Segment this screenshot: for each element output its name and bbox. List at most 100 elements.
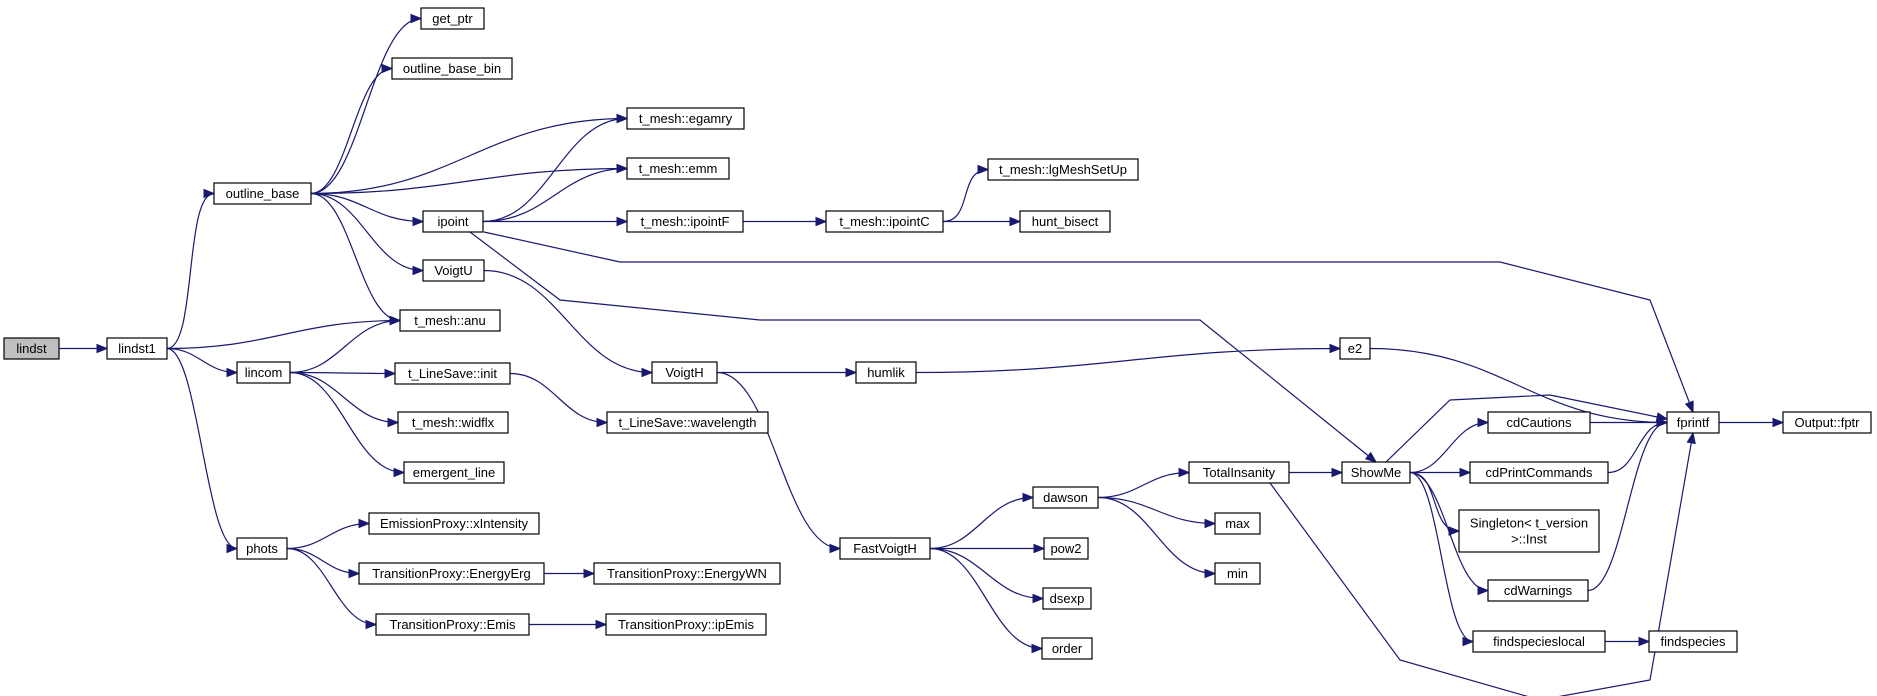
node-lindst[interactable]: lindst — [3, 337, 60, 360]
node-lindst1[interactable]: lindst1 — [106, 337, 168, 360]
node-energyerg[interactable]: TransitionProxy::EnergyErg — [358, 562, 545, 585]
arrowhead — [203, 188, 216, 199]
node-emis[interactable]: TransitionProxy::Emis — [375, 613, 530, 636]
node-box — [394, 362, 511, 385]
node-label: t_mesh::widflx — [412, 415, 495, 430]
node-fptr[interactable]: Output::fptr — [1782, 411, 1872, 434]
node-lgmeshsetup[interactable]: t_mesh::lgMeshSetUp — [987, 158, 1139, 181]
edge-ipoint-to-egamry — [482, 113, 629, 223]
edge-TotalInsanity-to-fprintf — [1269, 431, 1696, 696]
node-box — [1042, 587, 1092, 610]
edge-findspecieslocal-to-findspecies — [1605, 636, 1651, 647]
edge-lindst1-to-lincom — [166, 347, 239, 378]
node-box — [1188, 461, 1290, 484]
arrowhead — [1204, 568, 1217, 579]
node-voigth[interactable]: VoigtH — [651, 361, 718, 384]
edge-phots-to-Emis — [286, 547, 378, 630]
node-label: hunt_bisect — [1032, 214, 1099, 229]
node-hunt-bisect[interactable]: hunt_bisect — [1019, 210, 1111, 233]
node-humlik[interactable]: humlik — [855, 361, 917, 384]
node-ipoint[interactable]: ipoint — [422, 210, 484, 233]
node-box — [1043, 537, 1089, 560]
node-box — [1666, 411, 1720, 434]
node-ipemis[interactable]: TransitionProxy::ipEmis — [605, 613, 767, 636]
arrowhead — [348, 568, 361, 579]
edge-VoigtH-to-humlik — [717, 367, 858, 378]
node-fprintf[interactable]: fprintf — [1666, 411, 1720, 434]
edge-line — [942, 168, 989, 223]
node-findspecies[interactable]: findspecies — [1648, 630, 1738, 653]
node-label: t_mesh::egamry — [639, 111, 733, 126]
node-cdcautions[interactable]: cdCautions — [1487, 411, 1591, 434]
node-totalinsanity[interactable]: TotalInsanity — [1188, 461, 1290, 484]
node-box — [420, 7, 485, 30]
node-cdwarnings[interactable]: cdWarnings — [1487, 579, 1589, 602]
node-showme[interactable]: ShowMe — [1341, 461, 1411, 484]
node-label: lindst1 — [118, 341, 156, 356]
arrowhead — [1331, 467, 1344, 478]
edge-line — [1369, 347, 1668, 424]
node-egamry[interactable]: t_mesh::egamry — [626, 107, 745, 130]
node-label: cdPrintCommands — [1486, 465, 1593, 480]
node-label: EmissionProxy::xIntensity — [380, 516, 529, 531]
node-emm[interactable]: t_mesh::emm — [626, 157, 730, 180]
edge-ls_init-to-wavelength — [509, 372, 609, 428]
node-box — [1648, 630, 1738, 653]
node-outline-base-bin[interactable]: outline_base_bin — [391, 57, 513, 80]
node-label: outline_base — [226, 186, 300, 201]
edge-line — [310, 192, 424, 272]
edge-line — [289, 371, 396, 375]
node-box — [605, 613, 767, 636]
arrowhead — [829, 543, 842, 554]
arrowhead — [595, 619, 608, 630]
node-box — [375, 613, 530, 636]
node-ls-init[interactable]: t_LineSave::init — [394, 362, 511, 385]
node-xintensity[interactable]: EmissionProxy::xIntensity — [368, 512, 540, 535]
node-emergent-line[interactable]: emergent_line — [403, 461, 505, 484]
node-cdprintcommands[interactable]: cdPrintCommands — [1469, 461, 1609, 484]
arrowhead — [1032, 593, 1045, 604]
node-voigtu[interactable]: VoigtU — [422, 259, 485, 282]
node-e2[interactable]: e2 — [1339, 337, 1371, 360]
edge-outline_base-to-VoigtU — [310, 192, 425, 276]
node-order[interactable]: order — [1041, 637, 1093, 660]
node-label: VoigtH — [665, 365, 703, 380]
node-box — [399, 309, 501, 332]
edge-line — [469, 231, 1377, 463]
node-fastvoigth[interactable]: FastVoigtH — [839, 537, 931, 560]
node-anu[interactable]: t_mesh::anu — [399, 309, 501, 332]
node-singleton[interactable]: Singleton< t_version>::Inst — [1458, 509, 1600, 553]
node-max[interactable]: max — [1214, 512, 1261, 535]
node-box — [422, 259, 485, 282]
node-min[interactable]: min — [1214, 562, 1261, 585]
node-dawson[interactable]: dawson — [1032, 486, 1099, 509]
node-ipointc[interactable]: t_mesh::ipointC — [825, 210, 944, 233]
node-lincom[interactable]: lincom — [236, 361, 291, 384]
edge-lindst1-to-anu — [166, 315, 402, 350]
edge-ipointC-to-lgMeshSetUp — [942, 164, 990, 223]
node-wavelength[interactable]: t_LineSave::wavelength — [606, 411, 769, 434]
node-widflx[interactable]: t_mesh::widflx — [397, 411, 509, 434]
node-dsexp[interactable]: dsexp — [1042, 587, 1092, 610]
edges-layer — [58, 13, 1785, 696]
edge-ShowMe-to-cdCautions — [1409, 417, 1490, 474]
edge-outline_base-to-ipoint — [310, 192, 425, 227]
arrowhead — [583, 568, 596, 579]
node-label: min — [1227, 566, 1248, 581]
node-findspecieslocal[interactable]: findspecieslocal — [1472, 630, 1606, 653]
node-box — [1782, 411, 1872, 434]
node-outline-base[interactable]: outline_base — [213, 182, 312, 205]
edge-outline_base-to-anu — [310, 192, 402, 326]
node-energywn[interactable]: TransitionProxy::EnergyWN — [593, 562, 781, 585]
node-ipointf[interactable]: t_mesh::ipointF — [626, 210, 744, 233]
edge-line — [1409, 471, 1489, 592]
node-get-ptr[interactable]: get_ptr — [420, 7, 485, 30]
arrowhead — [1656, 417, 1669, 428]
node-pow2[interactable]: pow2 — [1043, 537, 1089, 560]
edge-VoigtU-to-VoigtH — [483, 269, 654, 378]
edge-line — [929, 496, 1034, 550]
edge-line — [1097, 496, 1216, 575]
node-label: humlik — [867, 365, 905, 380]
node-phots[interactable]: phots — [236, 537, 288, 560]
edge-line — [166, 347, 238, 550]
